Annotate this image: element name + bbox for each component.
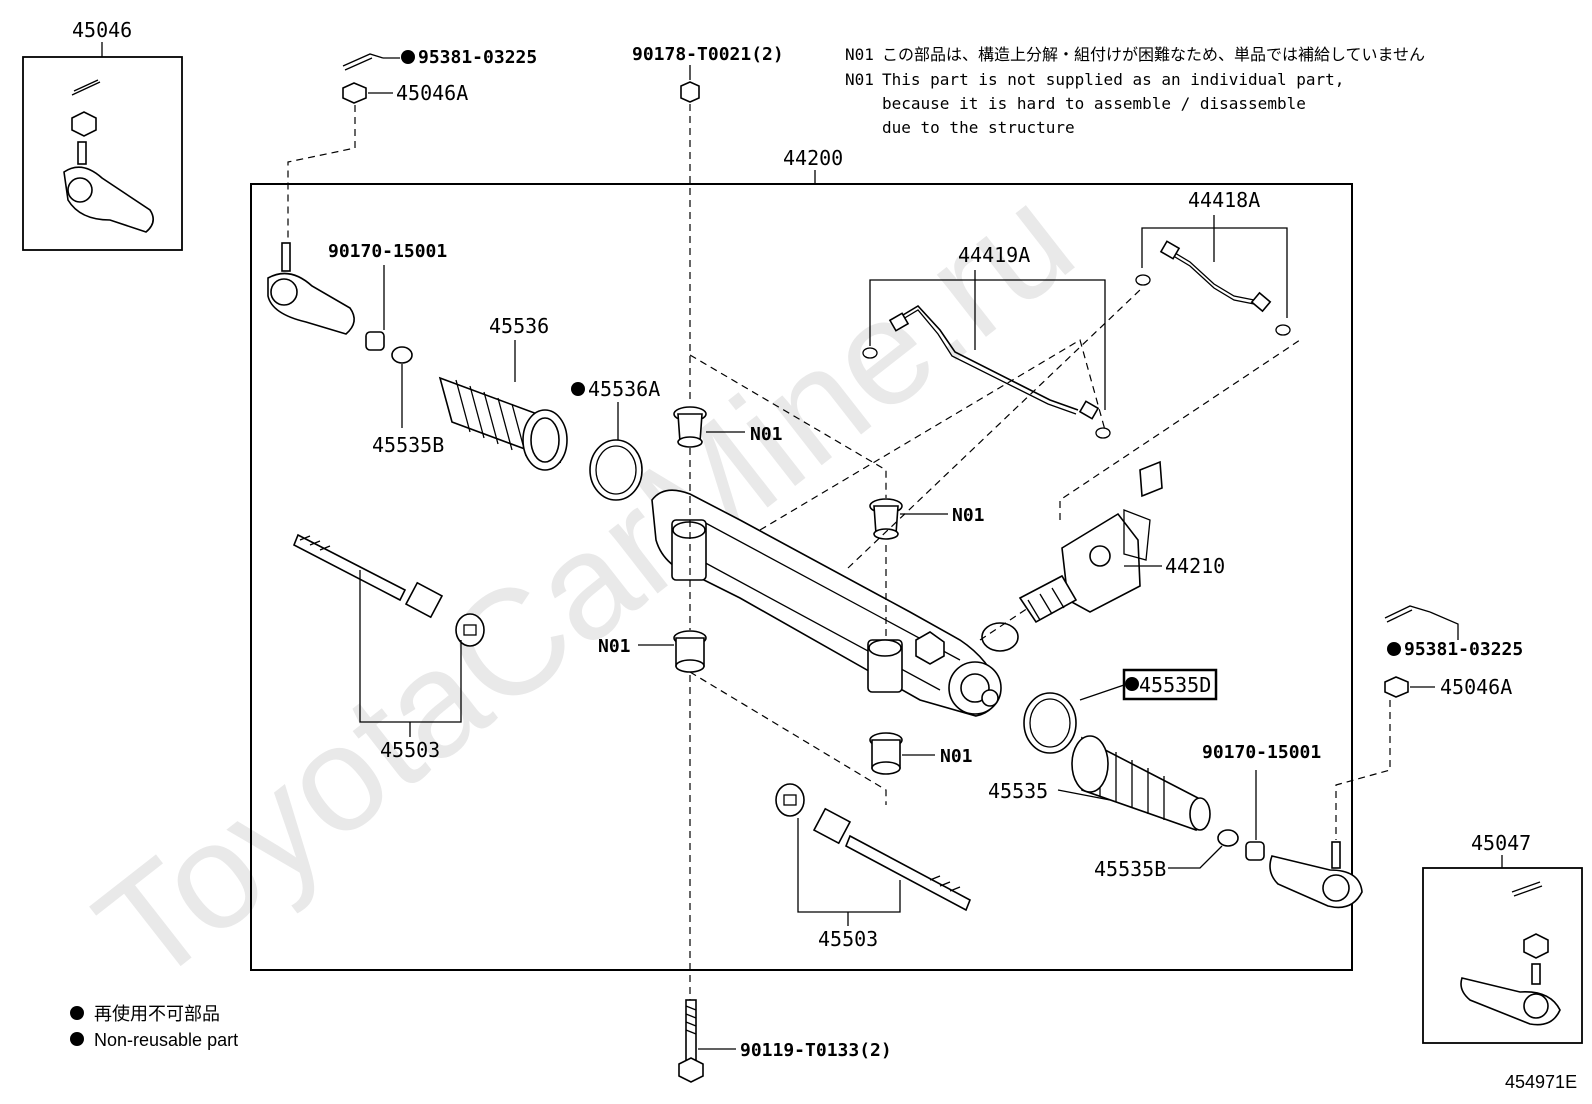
diagram-code: 454971E [1505,1072,1577,1092]
pipe-44418A [1135,240,1291,336]
note-n01-en-1: This part is not supplied as an individu… [882,70,1344,89]
label-90119[interactable]: 90119-T0133(2) [740,1040,892,1061]
label-n01-d[interactable]: N01 [940,746,973,767]
label-45046[interactable]: 45046 [72,18,132,42]
label-44419A[interactable]: 44419A [958,243,1030,267]
highlight-box-45535D [1122,668,1218,701]
label-45046A-right[interactable]: 45046A [1440,675,1512,699]
label-45503-left[interactable]: 45503 [380,738,440,762]
bushing-n01-a [673,406,707,448]
watermark: ToyotaCarMine.ru [66,154,1102,1015]
label-45536[interactable]: 45536 [489,314,549,338]
boot-45536 [438,376,568,471]
label-95381-left[interactable]: 95381-03225 [418,47,537,68]
non-reusable-dot [571,382,585,396]
non-reusable-dot [401,50,415,64]
legend-dot-en [70,1032,84,1046]
clamp-45535D [1023,692,1077,754]
clamp-45536A [589,439,643,501]
note-n01-tag-jp: N01 [845,45,874,64]
bushing-n01-b [869,498,903,540]
label-45536A[interactable]: 45536A [588,377,660,401]
label-n01-b[interactable]: N01 [952,505,985,526]
clamp-45535B-right [1217,829,1239,847]
label-90170-left[interactable]: 90170-15001 [328,241,447,262]
nut-90170-right [1245,841,1265,861]
tie-rod-45503-left [292,533,485,647]
tie-rod-end-left [267,242,355,335]
label-44210[interactable]: 44210 [1165,554,1225,578]
note-n01-en-2: because it is hard to assemble / disasse… [882,94,1306,113]
non-reusable-dot [1125,677,1139,691]
legend-dot-jp [70,1006,84,1020]
bolt-90119 [678,999,704,1083]
note-n01-en-3: due to the structure [882,118,1075,137]
bushing-n01-c [673,630,707,673]
tie-rod-end-icon [1460,881,1561,1026]
tie-rod-end-icon [63,79,154,233]
valve-44210 [1018,460,1163,624]
label-45535[interactable]: 45535 [988,779,1048,803]
inset-45047 [1422,867,1583,1044]
label-45046A-left[interactable]: 45046A [396,81,468,105]
rack-housing [651,489,1019,717]
label-n01-c[interactable]: N01 [598,636,631,657]
bushing-n01-d [869,732,903,775]
label-45535B-right[interactable]: 45535B [1094,857,1166,881]
note-n01-jp: この部品は、構造上分解・組付けが困難なため、単品では補給していません [882,45,1425,64]
label-n01-a[interactable]: N01 [750,424,783,445]
legend-en: Non-reusable part [94,1030,238,1050]
tie-rod-end-right [1269,841,1363,909]
label-90178[interactable]: 90178-T0021(2) [632,44,784,65]
label-44200[interactable]: 44200 [783,146,843,170]
label-45047[interactable]: 45047 [1471,831,1531,855]
non-reusable-dot [1387,642,1401,656]
legend-jp: 再使用不可部品 [94,1004,220,1024]
label-45535D[interactable]: 45535D [1139,673,1211,697]
label-45503-right[interactable]: 45503 [818,927,878,951]
boot-45535 [1071,735,1211,832]
pipe-44419A [862,304,1111,439]
tie-rod-45503-right [775,783,972,912]
label-95381-right[interactable]: 95381-03225 [1404,639,1523,660]
inset-45046 [22,56,183,251]
label-45535B-left[interactable]: 45535B [372,433,444,457]
clamp-45535B-left [391,346,413,364]
note-n01-tag-en: N01 [845,70,874,89]
nut-90170-left [365,331,385,351]
assembly-frame-44200 [250,183,1353,971]
label-44418A[interactable]: 44418A [1188,188,1260,212]
label-90170-right[interactable]: 90170-15001 [1202,742,1321,763]
